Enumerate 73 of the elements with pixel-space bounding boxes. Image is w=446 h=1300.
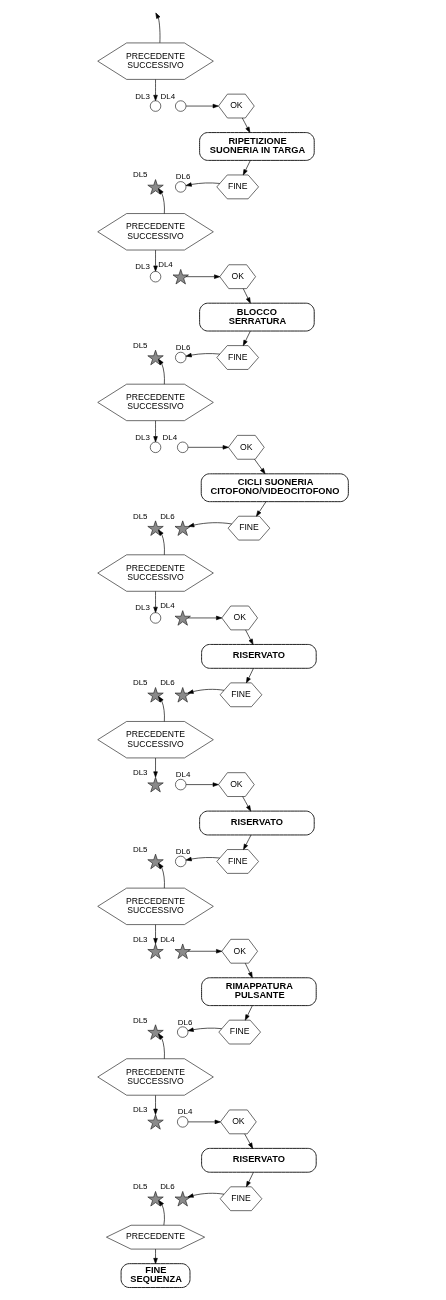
node-star bbox=[147, 776, 164, 793]
node-star bbox=[174, 687, 191, 703]
arrow bbox=[187, 1027, 223, 1032]
node-box: RISERVATO bbox=[199, 810, 315, 836]
node-star bbox=[174, 943, 191, 959]
arrow bbox=[242, 117, 251, 133]
arrow bbox=[242, 330, 251, 346]
arrow bbox=[244, 1005, 253, 1021]
node-circle bbox=[149, 441, 162, 453]
arrow bbox=[158, 188, 165, 214]
arrow bbox=[187, 615, 223, 621]
arrow bbox=[187, 1119, 221, 1125]
arrow bbox=[254, 458, 266, 475]
arrow bbox=[242, 288, 251, 304]
arrow bbox=[244, 1133, 253, 1149]
node-box: FINE SEQUENZA bbox=[120, 1263, 191, 1288]
arrow bbox=[158, 1033, 165, 1060]
node-box: RIMAPPATURA PULSANTE bbox=[201, 977, 317, 1007]
node-circle bbox=[177, 441, 189, 453]
arrow bbox=[153, 924, 158, 945]
arrow bbox=[245, 629, 254, 645]
arrow bbox=[188, 522, 233, 528]
arrow bbox=[158, 358, 165, 385]
node-circle bbox=[149, 100, 162, 112]
node-star bbox=[174, 520, 191, 536]
node-circle bbox=[175, 778, 187, 791]
arrow bbox=[242, 796, 251, 812]
node-circle bbox=[175, 855, 187, 868]
node-star bbox=[147, 1114, 164, 1130]
arrow bbox=[185, 782, 219, 787]
arrow bbox=[158, 696, 165, 722]
node-box: BLOCCO SERRATURA bbox=[199, 302, 315, 332]
arrow bbox=[185, 353, 221, 358]
arrow bbox=[246, 1172, 254, 1188]
node-circle bbox=[149, 271, 162, 283]
node-circle bbox=[149, 612, 162, 624]
node-box: RIPETIZIONE SUONERIA IN TARGA bbox=[199, 132, 315, 161]
arrow bbox=[153, 79, 158, 101]
arrow bbox=[246, 668, 254, 684]
node-circle bbox=[177, 1116, 189, 1128]
arrow bbox=[153, 249, 158, 272]
arrow bbox=[187, 689, 225, 694]
arrow bbox=[185, 856, 221, 862]
arrow bbox=[158, 1200, 165, 1226]
arrow bbox=[153, 420, 158, 443]
node-circle bbox=[175, 181, 187, 193]
arrow bbox=[153, 1095, 158, 1115]
arrow bbox=[185, 103, 219, 109]
arrow bbox=[187, 949, 223, 954]
arrow bbox=[158, 529, 165, 556]
node-circle bbox=[177, 1026, 189, 1038]
node-circle bbox=[175, 100, 187, 112]
arrow bbox=[244, 962, 253, 978]
node-box: RISERVATO bbox=[201, 1147, 317, 1173]
node-circle bbox=[175, 351, 187, 364]
arrow bbox=[185, 274, 221, 279]
node-star bbox=[174, 610, 191, 626]
node-box: RISERVATO bbox=[201, 643, 317, 669]
arrow bbox=[256, 501, 267, 517]
node-box: CICLI SUONERIA CITOFONO/VIDEOCITOFONO bbox=[200, 473, 349, 503]
arrow bbox=[158, 862, 165, 889]
arrow bbox=[185, 182, 221, 187]
arrow bbox=[153, 757, 158, 778]
node-star bbox=[174, 1191, 191, 1207]
node-star bbox=[172, 269, 189, 285]
arrow bbox=[153, 1248, 158, 1264]
arrow bbox=[187, 445, 229, 450]
node-star bbox=[147, 943, 164, 959]
arrow bbox=[242, 160, 251, 176]
arrow bbox=[155, 12, 161, 44]
arrow bbox=[187, 1192, 225, 1198]
arrow bbox=[243, 834, 252, 850]
arrow bbox=[153, 591, 158, 613]
